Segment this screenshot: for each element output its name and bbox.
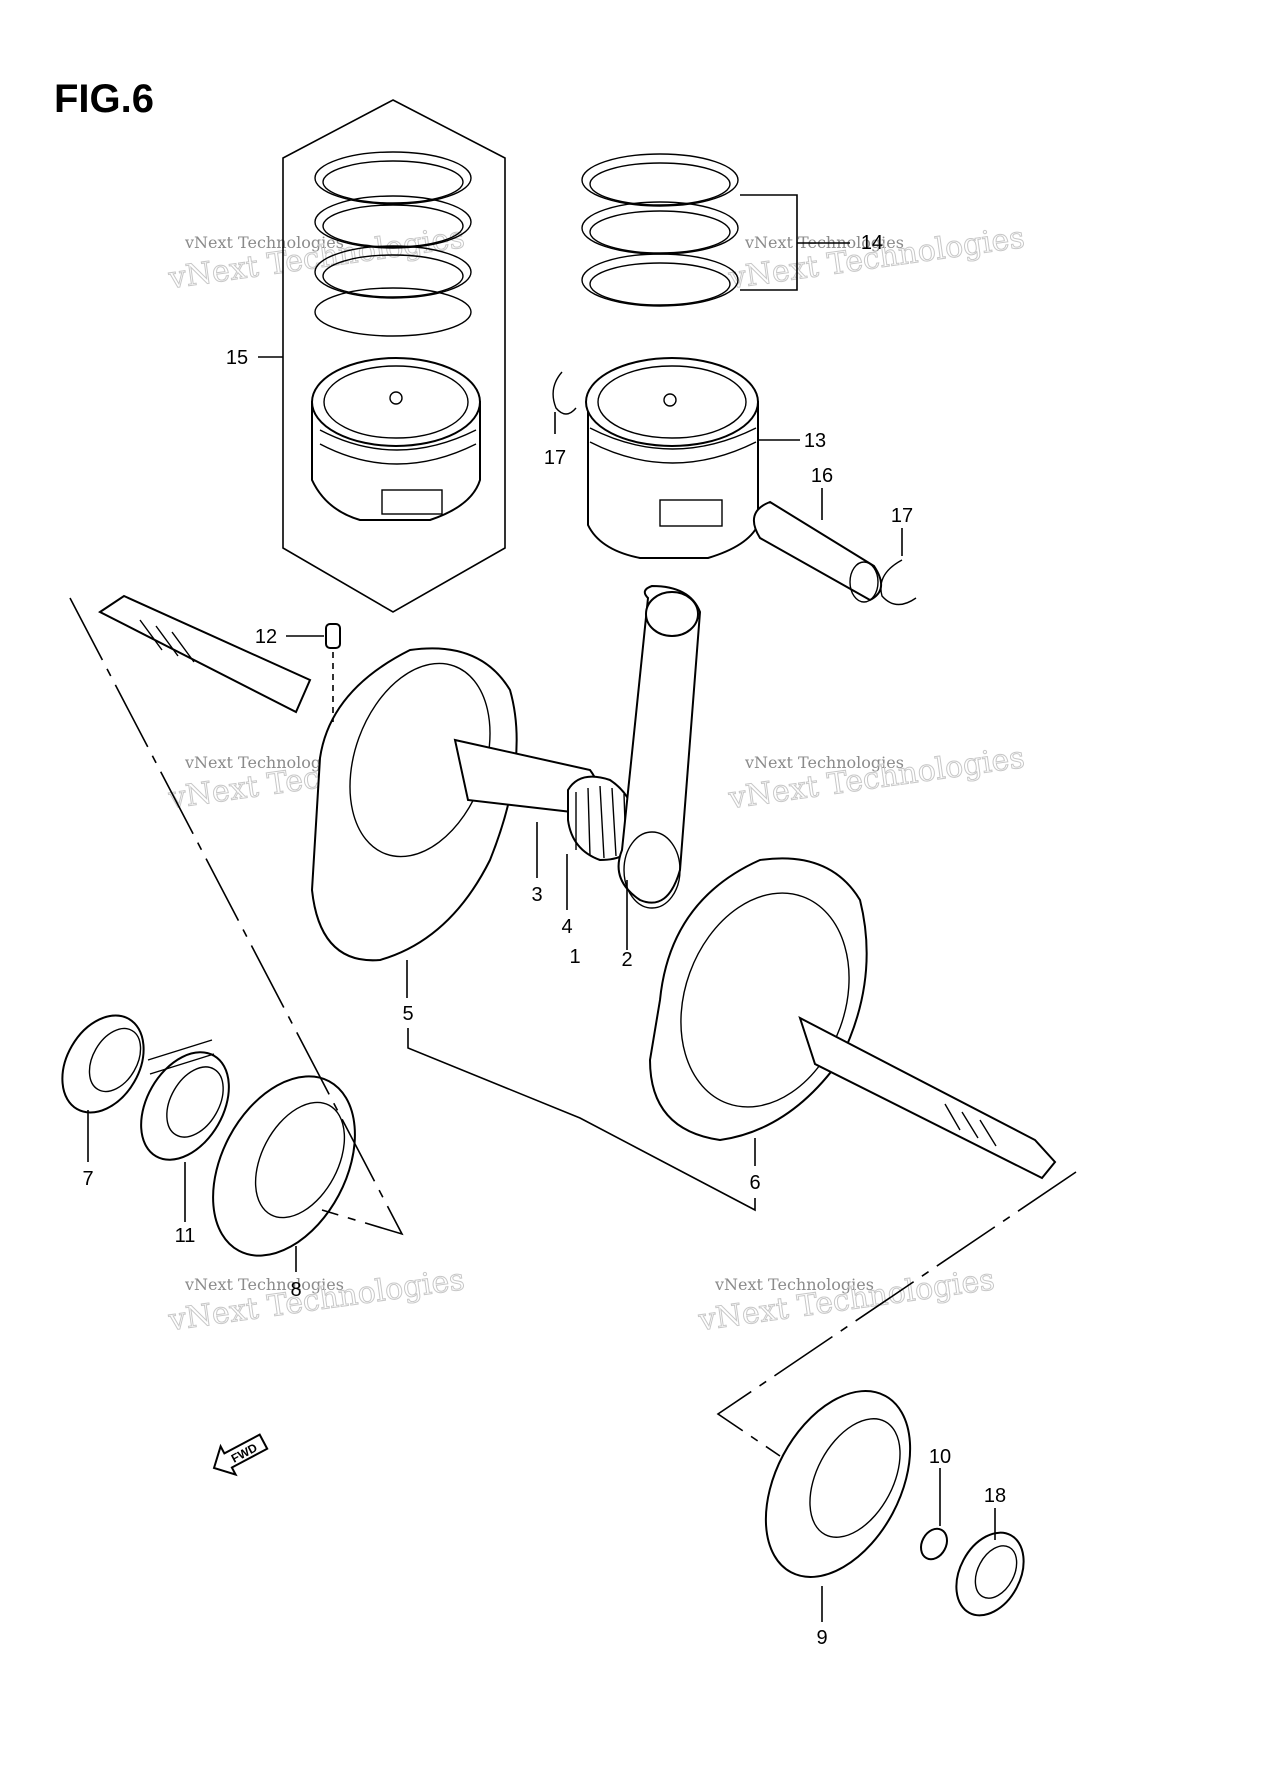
watermark-text: vNext Technologies — [184, 1275, 344, 1294]
callout-4: 4 — [561, 916, 572, 938]
callout-10: 10 — [929, 1446, 951, 1468]
callout-11: 11 — [175, 1225, 196, 1247]
crankshaft-assembly — [98, 584, 1057, 1212]
crank-web-5 — [310, 647, 518, 962]
callout-9: 9 — [816, 1627, 827, 1649]
crank-web-6 — [648, 857, 868, 1142]
callout-17-left: 17 — [544, 447, 566, 469]
knock-pin-12 — [286, 623, 341, 722]
assembly-guide-right — [716, 1171, 1077, 1457]
callout-7: 7 — [82, 1168, 93, 1190]
callout-16: 16 — [811, 465, 833, 487]
callout-6: 6 — [749, 1172, 760, 1194]
assembly-guide-left — [69, 597, 404, 1236]
watermark-text: vNext Technologies — [714, 1275, 874, 1294]
fwd-direction-badge: FWD — [212, 1433, 269, 1477]
callout-labels: 1 2 3 4 5 6 7 8 9 10 11 12 13 14 15 16 1… — [82, 232, 1006, 1649]
callout-12: 12 — [255, 626, 277, 648]
callout-1: 1 — [569, 946, 580, 968]
piston-13 — [585, 357, 800, 559]
callout-5: 5 — [402, 1003, 413, 1025]
watermark-outline: vNext Technologies — [726, 740, 1027, 816]
callout-17-right: 17 — [891, 505, 913, 527]
gear-11 — [140, 1039, 230, 1222]
crank-shaft-output — [798, 1015, 1057, 1180]
crank-shaft-end — [98, 594, 312, 714]
piston-pin-16 — [752, 488, 882, 603]
callout-14: 14 — [861, 232, 883, 254]
circlip-17-right — [880, 528, 917, 606]
watermark-text: vNext Technologies — [184, 233, 344, 252]
oil-seal-18 — [955, 1508, 1025, 1617]
callout-13: 13 — [804, 430, 826, 452]
watermark-outline: vNext Technologies — [166, 1262, 467, 1338]
watermark-text: vNext Technologies — [184, 753, 344, 772]
bearing-9 — [764, 1390, 912, 1622]
callout-2: 2 — [621, 949, 632, 971]
watermark-text: vNext Technologies — [744, 753, 904, 772]
bearing-8 — [212, 1075, 356, 1272]
figure-title: FIG.6 — [54, 77, 154, 121]
piston-rings-14 — [581, 153, 850, 307]
assembly-frame — [282, 99, 506, 613]
piston-assembly-15 — [258, 99, 506, 613]
callout-3: 3 — [531, 884, 542, 906]
circlip-17-left — [552, 371, 577, 434]
callout-8: 8 — [290, 1279, 301, 1301]
watermark-outline: vNext Technologies — [166, 220, 467, 296]
bearing-7 — [61, 1014, 145, 1162]
callout-15: 15 — [226, 347, 248, 369]
washer-10 — [920, 1468, 948, 1561]
callout-18: 18 — [984, 1485, 1006, 1507]
